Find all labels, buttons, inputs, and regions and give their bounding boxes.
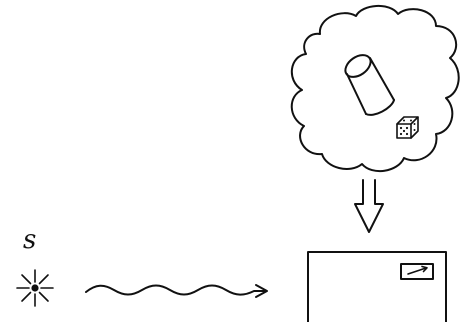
dice-icon xyxy=(396,116,419,139)
measuring-device xyxy=(307,251,447,322)
cup-icon xyxy=(344,54,395,116)
down-arrow-icon xyxy=(354,179,384,233)
light-source-icon xyxy=(16,269,54,307)
cloud-outline xyxy=(290,5,460,173)
source-label: s xyxy=(23,225,36,255)
dial-window xyxy=(400,263,434,280)
wave-arrow-icon xyxy=(85,284,268,298)
